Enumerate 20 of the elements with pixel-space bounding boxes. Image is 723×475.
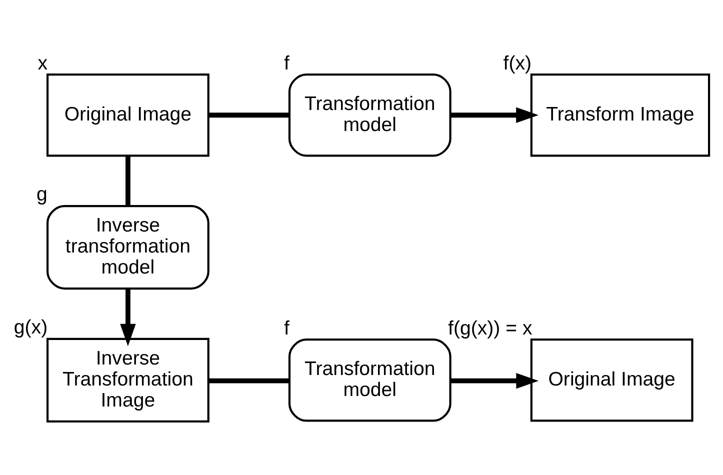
- node-label: f: [284, 317, 290, 340]
- arrow: [450, 107, 539, 123]
- node-box: Original Image: [530, 338, 694, 422]
- arrow: [450, 373, 539, 389]
- connector: [126, 156, 130, 206]
- node-box: Original Image: [46, 74, 210, 157]
- node-label: f(g(x)) = x: [448, 317, 532, 340]
- arrow: [120, 288, 136, 346]
- node-label: f: [284, 52, 290, 74]
- node-label: f(x): [503, 52, 532, 74]
- node-box: Inverse transformation model: [46, 204, 210, 290]
- node-label: g: [36, 184, 48, 206]
- node-box: Transformation model: [288, 338, 452, 422]
- node-label: x: [38, 52, 48, 74]
- node-box: Transform Image: [530, 74, 710, 157]
- connector: [208, 378, 290, 384]
- node-box: Inverse Transformation Image: [46, 338, 210, 422]
- node-label: g(x): [14, 316, 48, 339]
- connector: [208, 112, 290, 118]
- node-box: Transformation model: [288, 74, 452, 157]
